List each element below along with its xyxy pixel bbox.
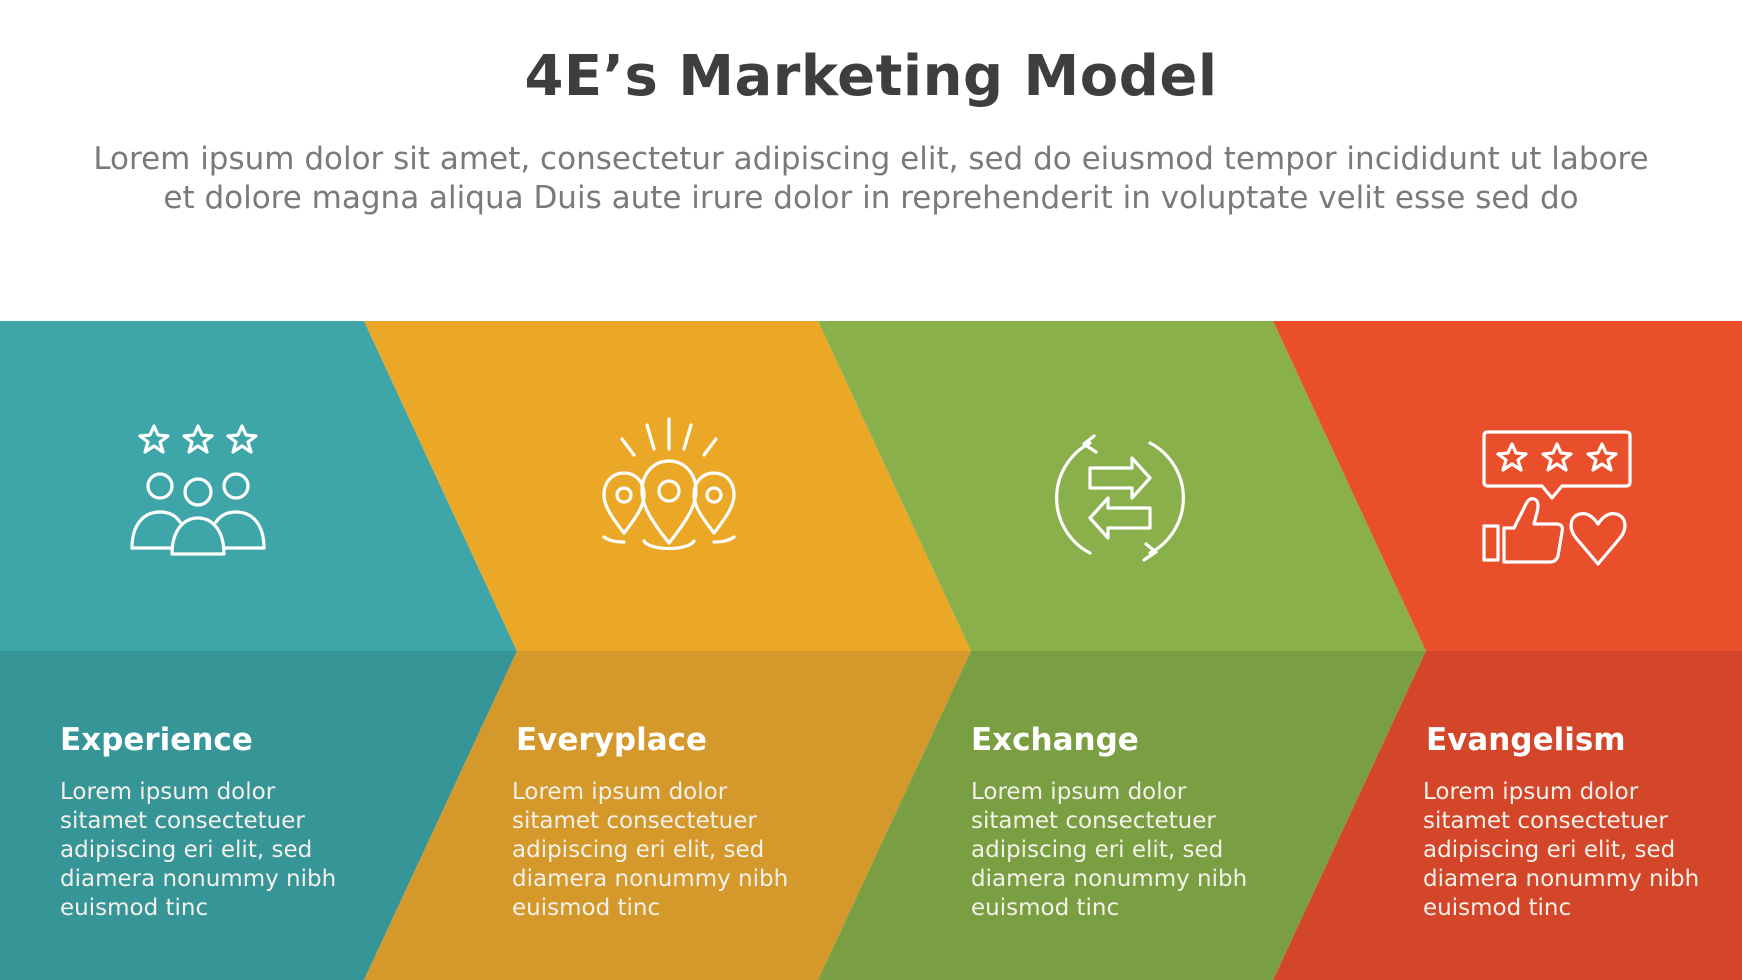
step-3-shape-top [818, 321, 1426, 651]
page-title: 4E’s Marketing Model [524, 44, 1218, 109]
page-subtitle: Lorem ipsum dolor sit amet, consectetur … [93, 141, 1649, 216]
people-rating-icon [128, 420, 268, 560]
step-4-title: Evangelism [1426, 722, 1626, 758]
step-2-title: Everyplace [516, 722, 708, 758]
step-2-shape-top [364, 321, 971, 651]
step-1-description: Lorem ipsum dolor sitamet consectetuer a… [60, 779, 337, 921]
step-2-shape-bottom [364, 651, 971, 980]
step-4-shape-bottom [1273, 651, 1742, 980]
step-2-description: Lorem ipsum dolor sitamet consectetuer a… [512, 779, 789, 921]
exchange-arrows-icon [1050, 428, 1190, 568]
step-3-shape-bottom [818, 651, 1426, 980]
step-1-title: Experience [60, 722, 253, 758]
review-thumbs-up-icon [1480, 428, 1635, 568]
map-pins-icon [594, 415, 744, 560]
step-1-shape-top [0, 321, 517, 651]
step-4-description: Lorem ipsum dolor sitamet consectetuer a… [1423, 779, 1700, 921]
step-3-description: Lorem ipsum dolor sitamet consectetuer a… [971, 779, 1248, 921]
step-3-title: Exchange [971, 722, 1139, 758]
step-1-shape-bottom [0, 651, 517, 980]
